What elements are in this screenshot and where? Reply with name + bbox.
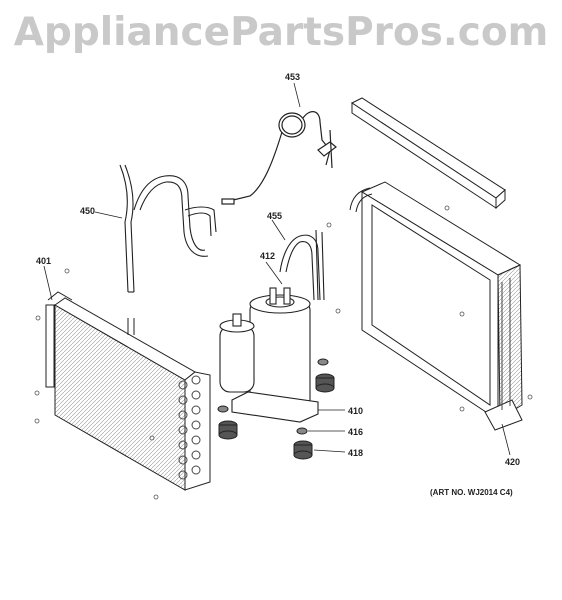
grommet xyxy=(218,373,335,440)
label-418: 418 xyxy=(348,448,363,458)
label-420: 420 xyxy=(505,457,520,467)
label-416: 416 xyxy=(348,427,363,437)
label-453: 453 xyxy=(285,72,300,82)
part-420-evaporator[interactable] xyxy=(349,181,523,431)
part-401-condenser[interactable] xyxy=(45,291,211,491)
label-410: 410 xyxy=(348,406,363,416)
part-455-suction-tube[interactable] xyxy=(279,229,325,301)
label-450: 450 xyxy=(80,206,95,216)
foam-strip xyxy=(351,97,506,210)
part-453-capillary-tube[interactable] xyxy=(221,111,337,205)
watermark-logo: AppliancePartsPros.com xyxy=(13,10,549,55)
part-450-discharge-tube[interactable] xyxy=(119,164,217,293)
label-455: 455 xyxy=(267,211,282,221)
screw xyxy=(34,205,533,500)
art-number: (ART NO. WJ2014 C4) xyxy=(430,488,513,497)
label-412: 412 xyxy=(260,251,275,261)
leader-lines xyxy=(43,82,511,456)
part-416-grommet-nut[interactable] xyxy=(217,358,329,435)
part-418-grommet[interactable] xyxy=(293,440,313,460)
label-401: 401 xyxy=(36,256,51,266)
part-410-compressor[interactable] xyxy=(219,287,319,423)
